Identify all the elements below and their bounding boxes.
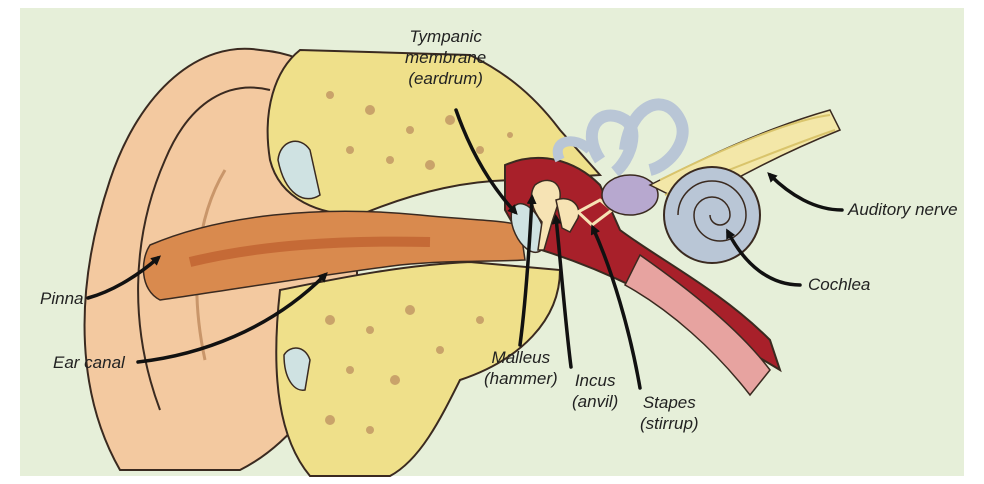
incus-line-1: Incus	[572, 370, 618, 391]
cochlea-shape	[664, 167, 760, 263]
tympanic-membrane-label: Tympanic membrane (eardrum)	[405, 26, 486, 89]
stapes-line-2: (stirrup)	[640, 413, 699, 434]
malleus-line-1: Malleus	[484, 347, 558, 368]
auditory-nerve-label: Auditory nerve	[848, 199, 958, 220]
incus-label: Incus (anvil)	[572, 370, 618, 412]
cochlea-label: Cochlea	[808, 274, 870, 295]
auditory-nerve-arrow	[770, 175, 842, 210]
pinna-label: Pinna	[40, 288, 83, 309]
stapes-label: Stapes (stirrup)	[640, 392, 699, 434]
malleus-label: Malleus (hammer)	[484, 347, 558, 389]
stapes-line-1: Stapes	[640, 392, 699, 413]
vestibule	[602, 175, 658, 215]
ear-canal-label: Ear canal	[53, 352, 125, 373]
tympanic-line-3: (eardrum)	[405, 68, 486, 89]
tympanic-line-2: membrane	[405, 47, 486, 68]
malleus-line-2: (hammer)	[484, 368, 558, 389]
tympanic-line-1: Tympanic	[405, 26, 486, 47]
incus-line-2: (anvil)	[572, 391, 618, 412]
